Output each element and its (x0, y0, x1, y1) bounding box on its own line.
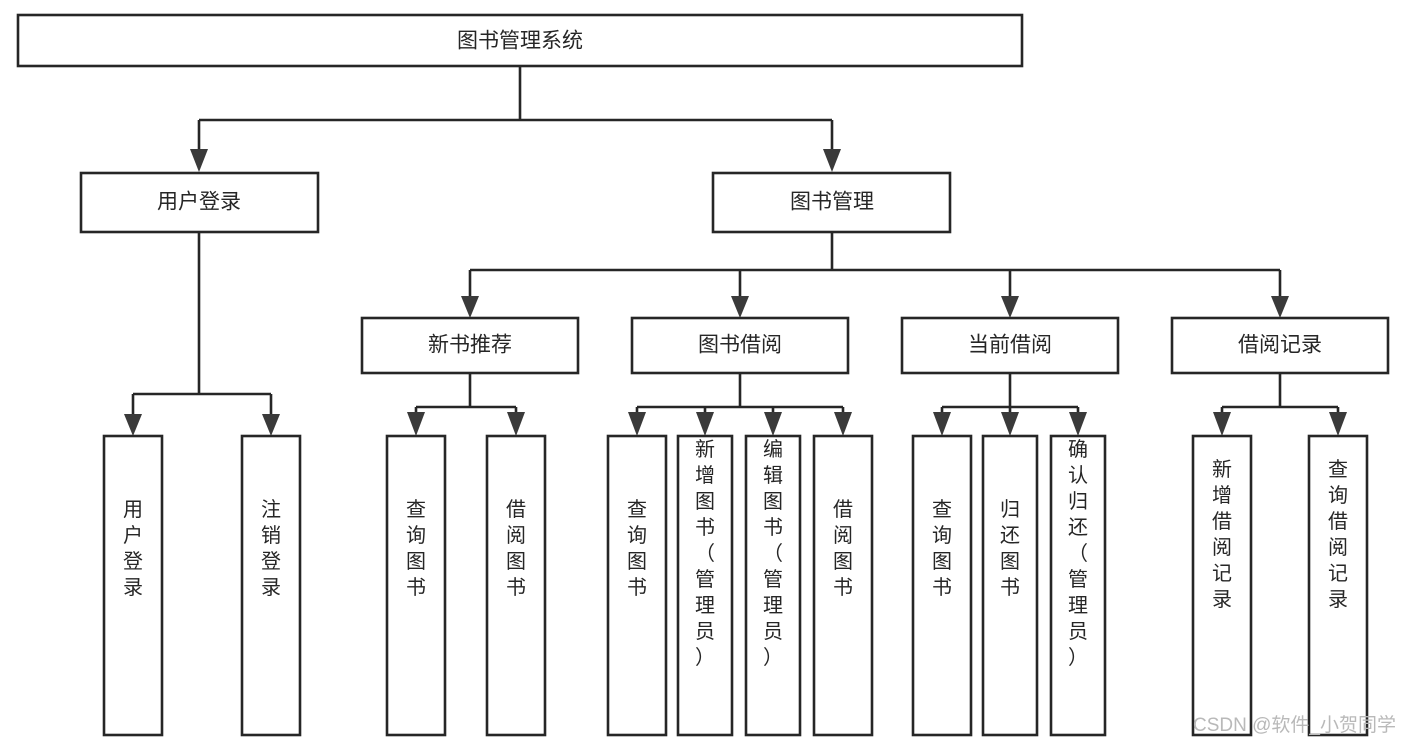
leaf-box-borrow-record-0 (1191, 434, 1253, 737)
node-borrow-record-label: 借阅记录 (1238, 334, 1322, 357)
leaf-box-new-book-1 (485, 434, 547, 737)
arrowhead-new-book (461, 296, 479, 318)
leaf-label-current-borrow-1: 归还图书 (1000, 498, 1020, 599)
arrowhead-new-book-leaf-0 (407, 412, 425, 436)
node-current-borrow-label: 当前借阅 (968, 334, 1052, 357)
node-book-borrow-label: 图书借阅 (698, 334, 782, 357)
leaf-box-new-book-0 (385, 434, 447, 737)
connector-book-mgmt-bus (470, 232, 1280, 272)
node-current-borrow[interactable]: 当前借阅 (900, 316, 1120, 375)
node-book-management[interactable]: 图书管理 (711, 171, 952, 234)
leaf-box-user-login-0 (102, 434, 164, 737)
node-new-book-recommend-label: 新书推荐 (428, 334, 512, 357)
connector-book-borrow-bus (637, 373, 843, 409)
leaf-label-new-book-0: 查询图书 (406, 498, 426, 599)
arrowhead-borrow-record-leaf-1 (1329, 412, 1347, 436)
node-book-borrow-box (630, 316, 850, 375)
node-borrow-record-box (1170, 316, 1390, 375)
arrowhead-book-borrow-leaf-3 (834, 412, 852, 436)
node-new-book-recommend-box (360, 316, 580, 375)
connector-current-borrow-bus (942, 373, 1078, 409)
node-user-login-box (79, 171, 320, 234)
connector-layer (124, 66, 1347, 436)
node-current-borrow-box (900, 316, 1120, 375)
node-root-book-management-system[interactable]: 图书管理系统 (16, 13, 1024, 68)
arrowhead-book-borrow-leaf-2 (764, 412, 782, 436)
arrowhead-current-borrow-leaf-0 (933, 412, 951, 436)
leaf-label-borrow-record-0: 新增借阅记录 (1212, 458, 1232, 611)
arrowhead-book-borrow-leaf-1 (696, 412, 714, 436)
leaf-node-book-borrow-0[interactable]: 查询图书 (606, 434, 668, 737)
csdn-watermark: CSDN @软件_小贺同学 (1193, 714, 1396, 736)
leaf-box-book-borrow-1 (676, 434, 734, 737)
leaf-label-borrow-record-1: 查询借阅记录 (1328, 458, 1348, 611)
leaf-node-user-login-1[interactable]: 注销登录 (240, 434, 302, 737)
leaf-box-current-borrow-1 (981, 434, 1039, 737)
node-borrow-record[interactable]: 借阅记录 (1170, 316, 1390, 375)
arrowhead-user-login-leaf-1 (262, 414, 280, 436)
node-user-login[interactable]: 用户登录 (79, 171, 320, 234)
leaf-node-borrow-record-0[interactable]: 新增借阅记录 (1191, 434, 1253, 737)
node-root-box (16, 13, 1024, 68)
leaf-label-book-borrow-0: 查询图书 (627, 498, 647, 599)
leaf-box-current-borrow-0 (911, 434, 973, 737)
leaf-label-new-book-1: 借阅图书 (506, 498, 526, 599)
leaf-node-current-borrow-2[interactable]: 确认归还（管理员） (1049, 434, 1107, 737)
node-book-management-label: 图书管理 (790, 191, 874, 214)
leaf-box-book-borrow-3 (812, 434, 874, 737)
arrowhead-borrow-record (1271, 296, 1289, 318)
node-root-label: 图书管理系统 (457, 30, 583, 53)
leaf-node-new-book-0[interactable]: 查询图书 (385, 434, 447, 737)
arrowhead-user-login-leaf-0 (124, 414, 142, 436)
arrowhead-book-mgmt (823, 149, 841, 172)
arrowhead-book-borrow (731, 296, 749, 318)
leaf-label-current-borrow-0: 查询图书 (932, 498, 952, 599)
leaf-label-user-login-0: 用户登录 (123, 499, 143, 599)
leaf-node-book-borrow-3[interactable]: 借阅图书 (812, 434, 874, 737)
leaf-label-current-borrow-2: 确认归还（管理员） (1068, 438, 1088, 669)
leaf-node-current-borrow-0[interactable]: 查询图书 (911, 434, 973, 737)
leaf-box-borrow-record-1 (1307, 434, 1369, 737)
leaf-node-borrow-record-1[interactable]: 查询借阅记录 (1307, 434, 1369, 737)
leaf-node-book-borrow-2[interactable]: 编辑图书（管理员） (744, 434, 802, 737)
leaf-node-current-borrow-1[interactable]: 归还图书 (981, 434, 1039, 737)
arrowhead-current-borrow (1001, 296, 1019, 318)
node-book-management-box (711, 171, 952, 234)
arrowhead-book-borrow-leaf-0 (628, 412, 646, 436)
connector-root-bus (199, 66, 832, 122)
connector-new-book-bus (416, 373, 516, 409)
leaf-node-user-login-0[interactable]: 用户登录 (102, 434, 164, 737)
leaf-box-current-borrow-2 (1049, 434, 1107, 737)
leaf-label-user-login-1: 注销登录 (261, 498, 281, 599)
node-new-book-recommend[interactable]: 新书推荐 (360, 316, 580, 375)
leaf-box-user-login-1 (240, 434, 302, 737)
arrowhead-user-login (190, 149, 208, 172)
arrowhead-current-borrow-leaf-2 (1069, 412, 1087, 436)
arrowhead-borrow-record-leaf-0 (1213, 412, 1231, 436)
leaf-box-book-borrow-2 (744, 434, 802, 737)
node-book-borrow[interactable]: 图书借阅 (630, 316, 850, 375)
leaf-node-new-book-1[interactable]: 借阅图书 (485, 434, 547, 737)
arrowhead-current-borrow-leaf-1 (1001, 412, 1019, 436)
leaf-label-book-borrow-1: 新增图书（管理员） (695, 438, 715, 669)
leaf-box-book-borrow-0 (606, 434, 668, 737)
node-user-login-label: 用户登录 (157, 191, 241, 214)
connector-borrow-record-bus (1222, 373, 1338, 409)
leaf-label-book-borrow-2: 编辑图书（管理员） (763, 438, 783, 669)
connector-user-login-bus (133, 232, 271, 396)
arrowhead-new-book-leaf-1 (507, 412, 525, 436)
leaf-node-book-borrow-1[interactable]: 新增图书（管理员） (676, 434, 734, 737)
leaf-label-book-borrow-3: 借阅图书 (833, 498, 853, 599)
